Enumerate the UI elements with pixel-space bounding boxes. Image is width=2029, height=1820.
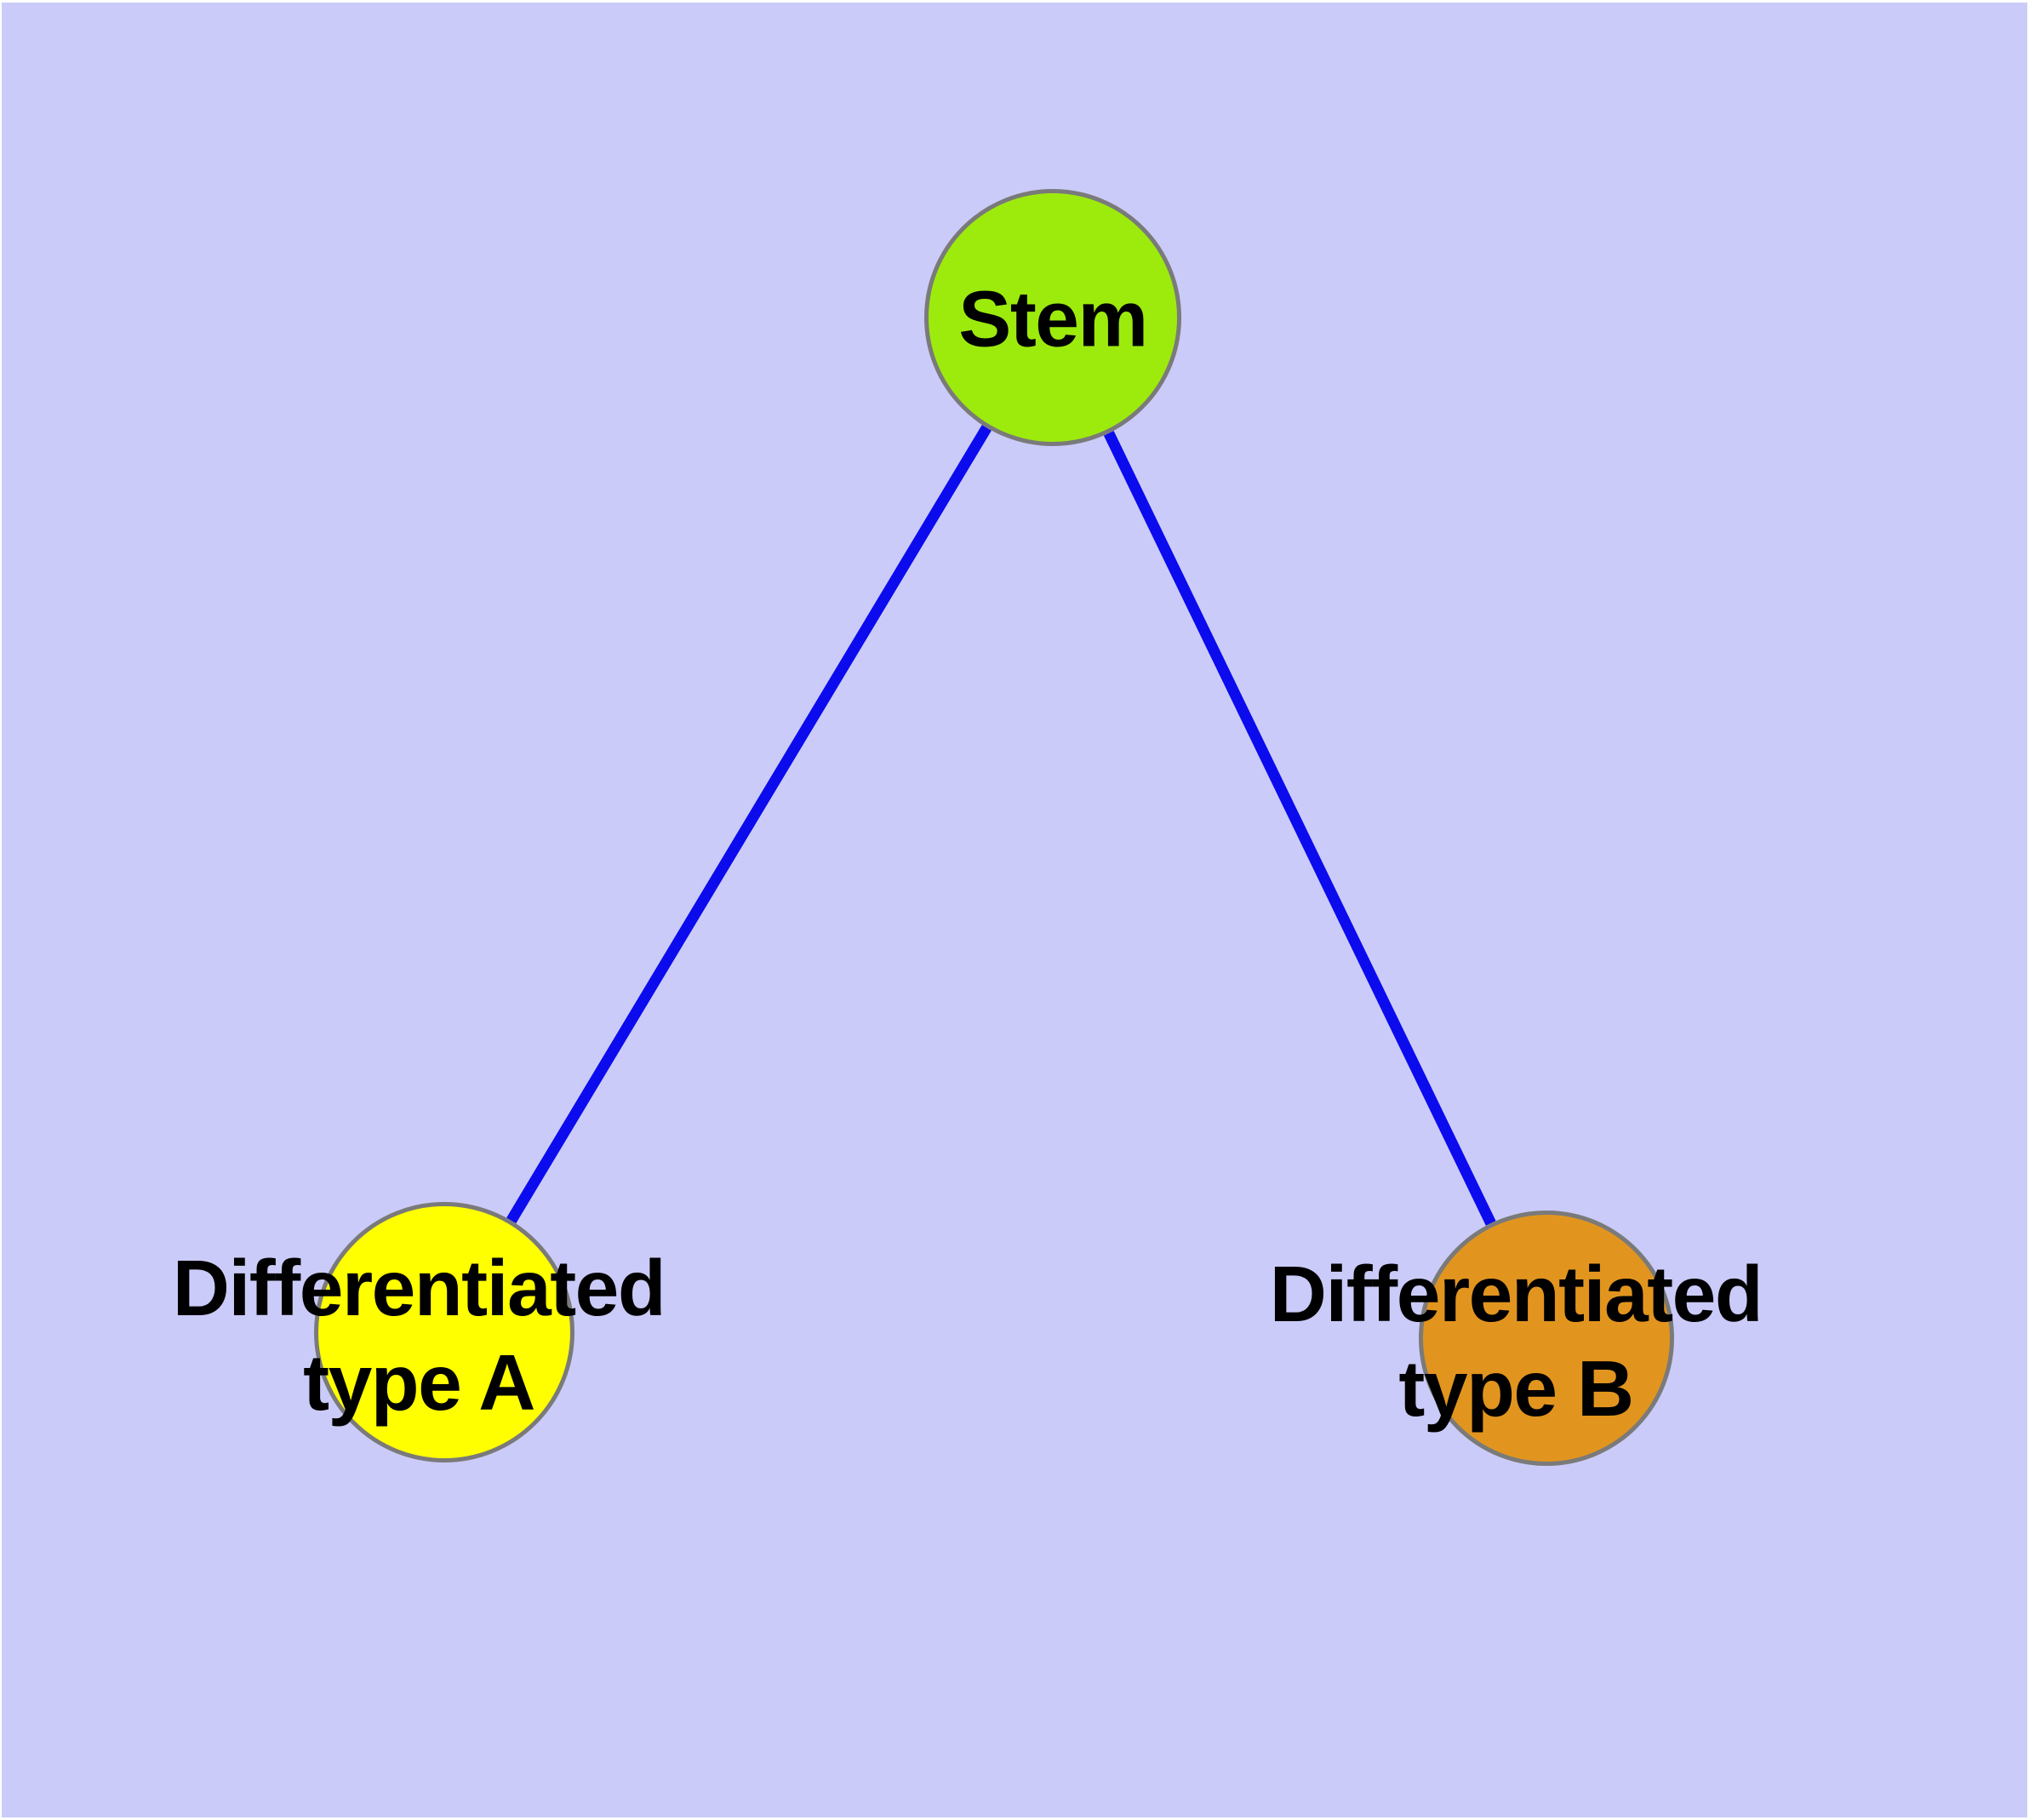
node-label-line: Differentiated <box>1269 1250 1763 1338</box>
node-stem-circle <box>924 189 1181 446</box>
node-label-line: type B <box>1398 1344 1634 1433</box>
node-label-line: Stem <box>958 274 1148 363</box>
edge-stem-to-type-b <box>1103 431 1496 1226</box>
node-differentiated-type-b-label: Differentiated type B <box>1269 1247 1763 1436</box>
node-stem-label: Stem <box>958 272 1148 367</box>
node-differentiated-type-b-circle <box>1419 1210 1674 1466</box>
node-differentiated-type-a-label: Differentiated type A <box>172 1241 666 1430</box>
node-label-line: type A <box>303 1338 535 1427</box>
edge-stem-to-type-a <box>506 425 992 1224</box>
node-differentiated-type-a-circle <box>314 1202 574 1462</box>
node-label-line: Differentiated <box>172 1244 666 1332</box>
